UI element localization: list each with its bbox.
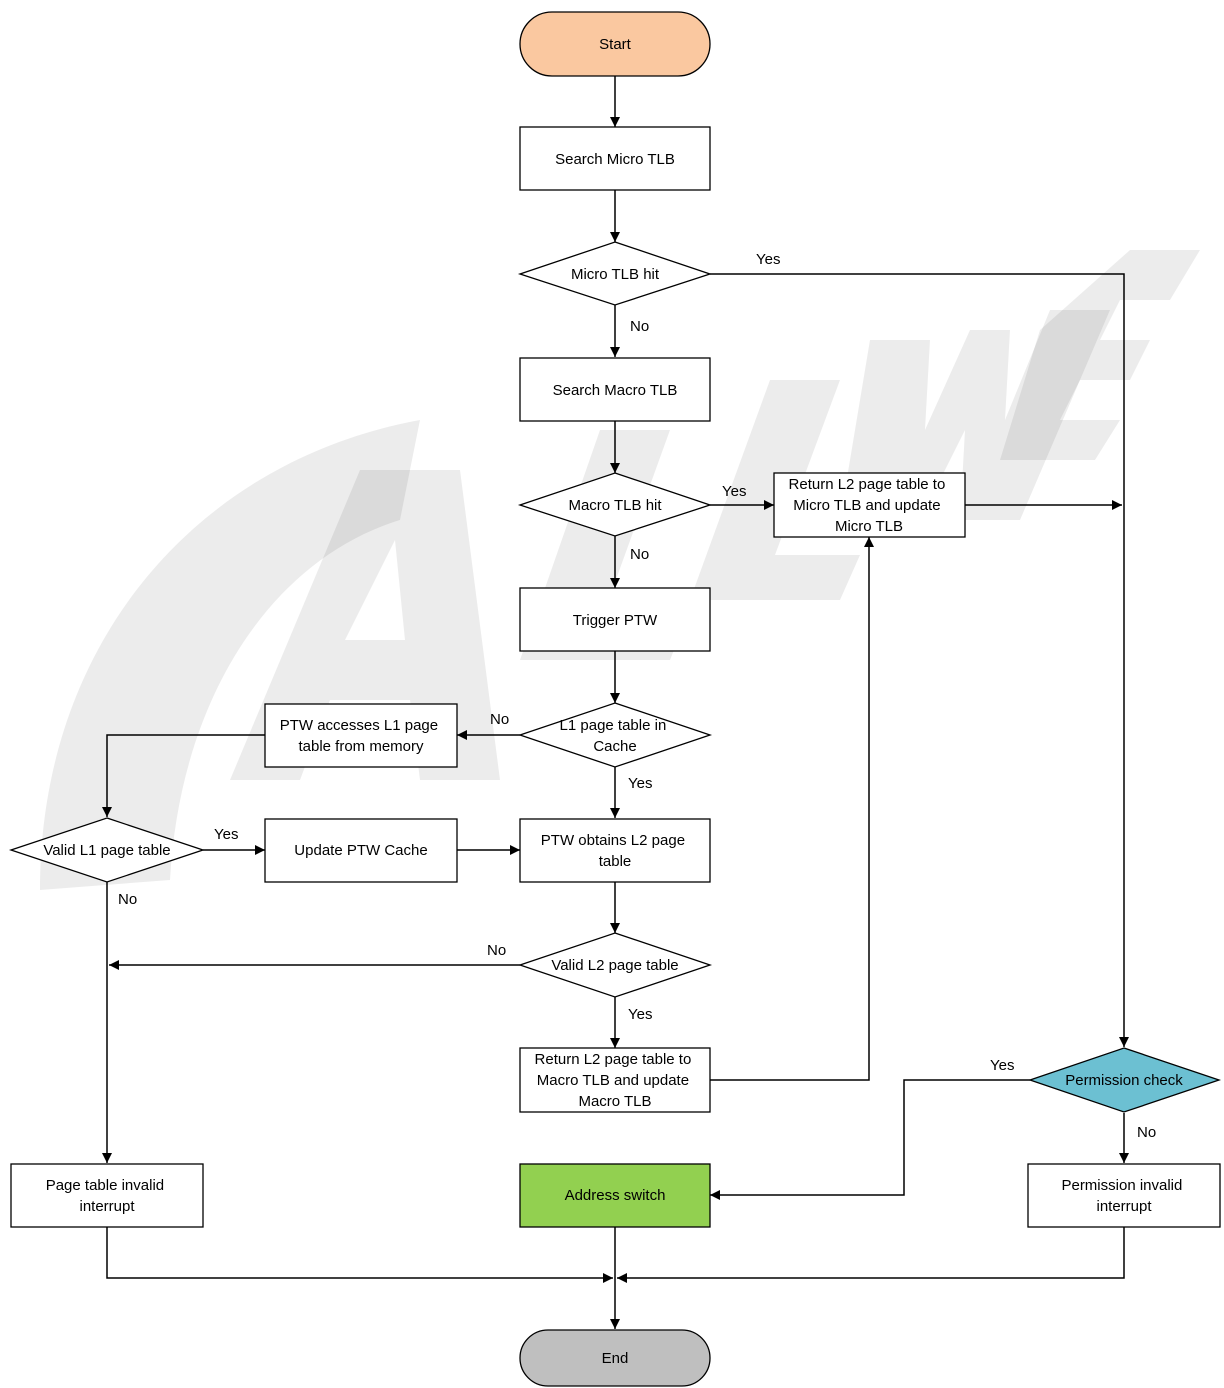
micro-tlb-hit-decision <box>517 241 713 306</box>
l1-page-table-in-cache-label: L1 page table in Cache <box>560 717 671 755</box>
return-l2-macro-label: Return L2 page table to Macro TLB and up… <box>535 1051 696 1110</box>
l1-page-table-in-cache-decision <box>517 702 713 768</box>
micro-hit-no-label: No <box>630 318 649 335</box>
edge-pt-invalid-to-merge <box>106 1227 613 1283</box>
search-micro-tlb-box <box>519 126 711 191</box>
valid-l2-no-label: No <box>487 942 506 959</box>
ptw-obtains-l2-box <box>519 818 711 883</box>
permission-invalid-interrupt-label: Permission invalid interrupt <box>1061 1177 1186 1215</box>
l1-cache-yes-label: Yes <box>628 775 652 792</box>
ptw-accesses-l1-label: PTW accesses L1 page table from memory <box>280 717 443 755</box>
ptw-accesses-l1-box <box>264 703 458 768</box>
edge-labels: Yes No Yes No No Yes Yes No No Yes Yes N… <box>118 251 1156 1141</box>
update-ptw-cache-label: Update PTW Cache <box>294 842 427 859</box>
allwinner-watermark-logo <box>40 250 1200 890</box>
return-l2-micro-label: Return L2 page table to Micro TLB and up… <box>789 476 950 535</box>
search-micro-tlb-label: Search Micro TLB <box>555 151 675 168</box>
return-l2-macro-box <box>519 1047 711 1113</box>
address-switch-box <box>519 1163 711 1228</box>
page-table-invalid-interrupt-box <box>10 1163 204 1228</box>
valid-l1-page-table-decision <box>8 817 206 883</box>
trigger-ptw-box <box>519 587 711 652</box>
end-label: End <box>602 1350 629 1367</box>
return-l2-micro-box <box>773 472 966 538</box>
permission-check-label: Permission check <box>1065 1072 1183 1089</box>
edge-perm-invalid-to-merge <box>617 1227 1125 1283</box>
edge-permission-yes <box>710 1079 1030 1200</box>
micro-hit-yes-label: Yes <box>756 251 780 268</box>
search-macro-tlb-label: Search Macro TLB <box>553 382 678 399</box>
ptw-obtains-l2-label: PTW obtains L2 page table <box>541 832 689 870</box>
macro-hit-no-label: No <box>630 546 649 563</box>
valid-l2-page-table-label: Valid L2 page table <box>551 957 678 974</box>
end-terminal <box>519 1329 711 1387</box>
edge-micro-hit-yes <box>710 273 1129 1047</box>
valid-l1-page-table-label: Valid L1 page table <box>43 842 170 859</box>
valid-l2-yes-label: Yes <box>628 1006 652 1023</box>
valid-l1-no-label: No <box>118 891 137 908</box>
permission-invalid-interrupt-box <box>1027 1163 1221 1228</box>
edges <box>102 76 1129 1329</box>
address-switch-label: Address switch <box>565 1187 666 1204</box>
micro-tlb-hit-label: Micro TLB hit <box>571 266 660 283</box>
nodes: Start Search Micro TLB Micro TLB hit Sea… <box>8 11 1222 1387</box>
update-ptw-cache-box <box>264 818 458 883</box>
start-terminal <box>519 11 711 77</box>
start-label: Start <box>599 36 632 53</box>
valid-l1-yes-label: Yes <box>214 826 238 843</box>
macro-tlb-hit-label: Macro TLB hit <box>568 497 662 514</box>
page-table-invalid-interrupt-label: Page table invalid interrupt <box>46 1177 169 1215</box>
valid-l2-page-table-decision <box>517 932 713 998</box>
permission-check-decision <box>1027 1047 1222 1113</box>
permission-no-label: No <box>1137 1124 1156 1141</box>
search-macro-tlb-box <box>519 357 711 422</box>
macro-hit-yes-label: Yes <box>722 483 746 500</box>
edge-return-macro-to-return-micro <box>710 537 874 1081</box>
trigger-ptw-label: Trigger PTW <box>573 612 658 629</box>
permission-yes-label: Yes <box>990 1057 1014 1074</box>
macro-tlb-hit-decision <box>517 472 713 537</box>
edge-ptw-access-to-valid-l1 <box>102 734 265 817</box>
l1-cache-no-label: No <box>490 711 509 728</box>
